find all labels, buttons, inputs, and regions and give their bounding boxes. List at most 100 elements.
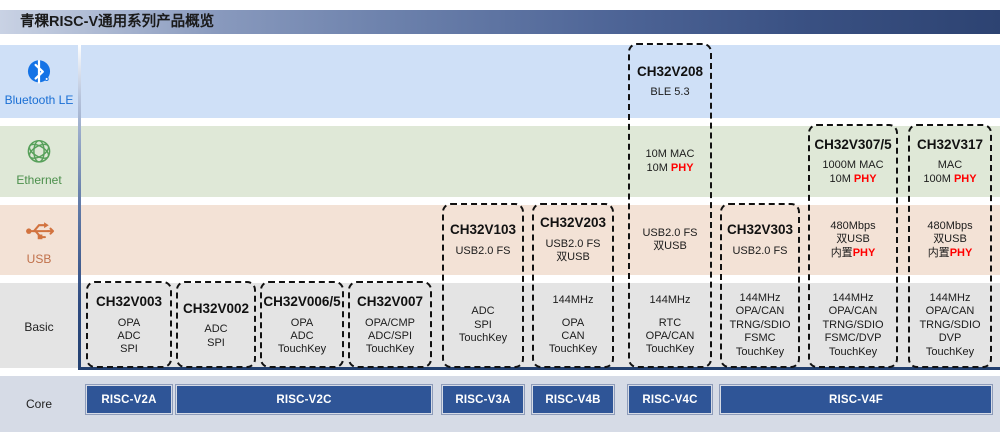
row-label-bluetooth: Bluetooth LE — [0, 45, 78, 118]
spec-line: 1000M MAC — [822, 159, 884, 172]
spec-line: SPI — [474, 318, 492, 331]
row-label-text: USB — [26, 251, 52, 266]
core-chip-risc-v4f[interactable]: RISC-V4F — [720, 385, 992, 414]
core-chip-risc-v3a[interactable]: RISC-V3A — [442, 385, 524, 414]
spec-line: TouchKey — [828, 345, 878, 358]
spec-line: FSMC/DVP — [824, 332, 882, 345]
spec-line: TRNG/SDIO — [729, 318, 791, 331]
spec-line: OPA/CAN — [645, 330, 695, 342]
row-label-usb: USB — [0, 205, 78, 275]
row-label-ethernet: Ethernet — [0, 126, 78, 197]
bluetooth-icon — [27, 59, 51, 84]
row-label-text: Bluetooth LE — [4, 93, 74, 107]
core-row-label: Core — [25, 397, 52, 411]
row-label-basic: Basic — [0, 283, 78, 368]
spec-line: 10M MAC — [645, 148, 695, 161]
spec-line: CAN — [561, 330, 585, 342]
spec-line: TouchKey — [458, 332, 508, 345]
band-usb — [80, 205, 1000, 275]
spec-line: 双USB — [836, 233, 870, 246]
spec-line: OPA/CAN — [925, 305, 975, 318]
spec-line: TRNG/SDIO — [919, 318, 981, 331]
band-bluetooth — [80, 45, 1000, 118]
spec-line: OPA/CMP — [365, 316, 415, 329]
core-chip-risc-v2a[interactable]: RISC-V2A — [86, 385, 172, 414]
row-label-text: Basic — [24, 320, 54, 334]
spec-line: RTC — [658, 316, 682, 329]
product-name: CH32V002 — [182, 300, 250, 316]
product-name: CH32V303 — [726, 222, 794, 238]
spec-line: OPA — [117, 316, 141, 329]
spec-line: ADC — [117, 330, 141, 343]
spec-line: SPI — [120, 343, 138, 356]
spec-line: 144MHz — [739, 291, 781, 304]
band-ethernet — [80, 126, 1000, 197]
spec-line: MAC — [937, 159, 963, 172]
phy-highlight: PHY — [670, 161, 694, 174]
core-chip-risc-v4c[interactable]: RISC-V4C — [628, 385, 712, 414]
spec-line: TouchKey — [548, 343, 598, 356]
phy-highlight: PHY — [953, 172, 977, 185]
product-name: CH32V007 — [356, 294, 424, 310]
product-name: CH32V317 — [916, 136, 984, 152]
spec-line: 100M PHY — [923, 172, 977, 185]
axis-horizontal — [78, 367, 1000, 370]
spec-line: 内置PHY — [927, 246, 973, 259]
spec-line: OPA — [561, 316, 585, 329]
spec-line: BLE 5.3 — [650, 86, 690, 99]
spec-line: 144MHz — [552, 294, 594, 307]
spec-line: OPA — [290, 316, 314, 329]
core-chip-risc-v2c[interactable]: RISC-V2C — [176, 385, 432, 414]
spec-line: ADC — [471, 305, 495, 318]
spec-line: 144MHz — [832, 291, 874, 304]
band-basic — [80, 283, 1000, 368]
spec-line: TRNG/SDIO — [822, 318, 884, 331]
spec-line: TouchKey — [925, 345, 975, 358]
spec-line: OPA/CAN — [828, 305, 878, 318]
axis-vertical — [78, 45, 81, 370]
spec-line: TouchKey — [277, 343, 327, 356]
spec-line: FSMC — [744, 332, 776, 345]
spec-line: USB2.0 FS — [732, 244, 788, 257]
phy-highlight: PHY — [853, 172, 877, 185]
product-name: CH32V003 — [95, 294, 163, 310]
spec-line: 144MHz — [929, 291, 971, 304]
header-bar — [0, 10, 1000, 34]
usb-icon — [26, 221, 55, 239]
phy-highlight: PHY — [949, 246, 973, 259]
spec-line: 144MHz — [649, 294, 691, 307]
spec-line: SPI — [207, 336, 225, 349]
product-name: CH32V203 — [539, 215, 607, 231]
spec-line: 内置PHY — [830, 246, 876, 259]
spec-line: ADC — [204, 323, 228, 336]
spec-line: DVP — [938, 332, 962, 345]
product-name: CH32V307/5 — [814, 136, 892, 152]
core-chip-risc-v4b[interactable]: RISC-V4B — [532, 385, 614, 414]
spec-line: 480Mbps — [927, 219, 973, 232]
product-name: CH32V006/5 — [263, 294, 341, 310]
spec-line: USB2.0 FS — [642, 226, 698, 239]
row-label-text: Ethernet — [16, 173, 62, 187]
globe-network-icon — [27, 139, 51, 163]
